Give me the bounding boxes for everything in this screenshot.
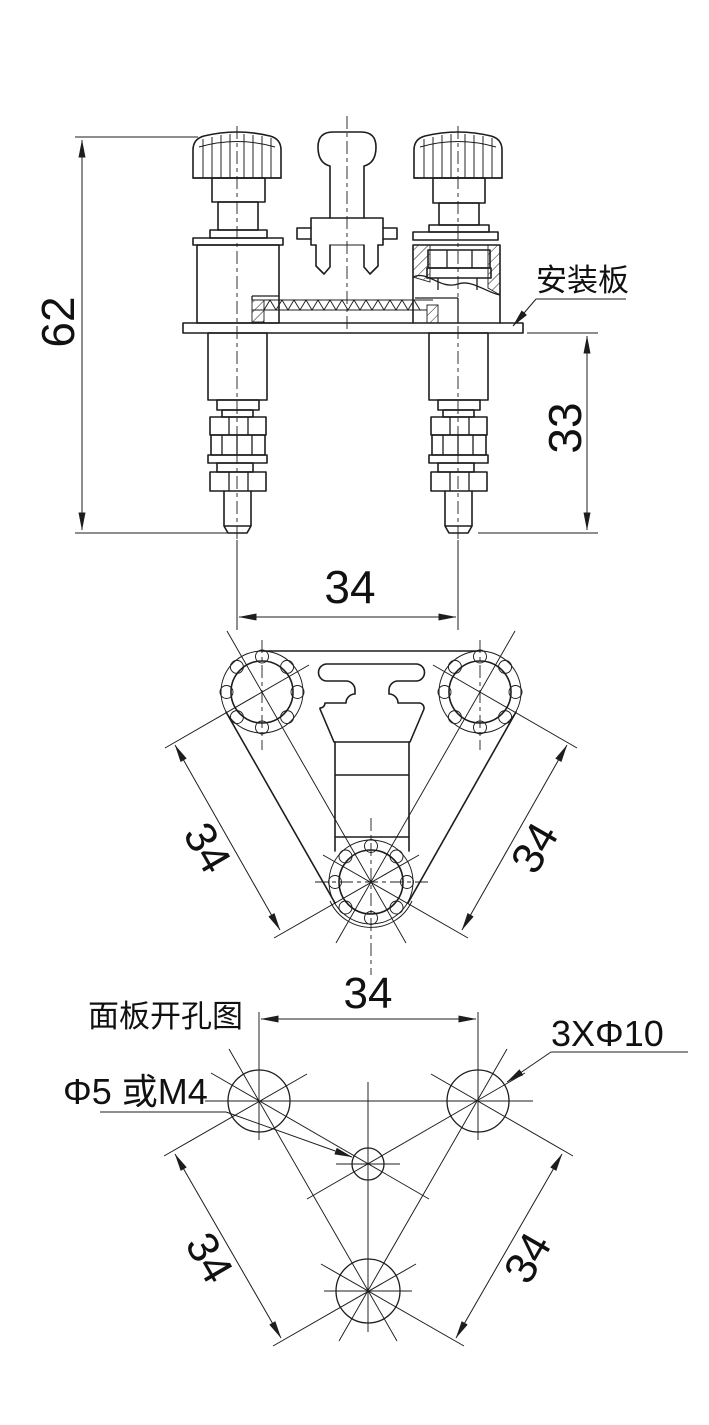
panel-view-title: 面板开孔图 — [88, 999, 243, 1034]
dim-34-spacing: 34 — [236, 540, 459, 630]
left-threaded-stud — [223, 490, 252, 534]
plan-dim-34-left-label: 34 — [174, 815, 241, 882]
plan-dim-34-right-label: 34 — [502, 815, 569, 882]
dim-62-label: 62 — [32, 296, 84, 347]
mounting-plate — [182, 322, 524, 334]
mounting-plate-callout: 安装板 — [512, 263, 629, 327]
plan-dim-34-right: 34 — [322, 664, 578, 939]
mount-holes-callout: 3XΦ10 — [506, 1013, 688, 1083]
right-binding-post-section — [412, 131, 503, 534]
center-hole-callout: Φ5 或M4 — [63, 1071, 353, 1158]
centerlines-front — [236, 116, 459, 547]
panel-dim-34-right: 34 — [320, 1073, 574, 1347]
panel-shallow-diagonals — [210, 1072, 526, 1200]
dim-33: 33 — [478, 332, 598, 534]
panel-dim-34-top: 34 — [260, 969, 477, 1023]
plan-axis-diagonals — [226, 630, 516, 944]
dim-34-spacing-label: 34 — [324, 561, 375, 613]
plan-dim-34-left: 34 — [164, 664, 420, 939]
plan-body-rect — [334, 741, 410, 852]
front-view: 62 33 34 安装板 — [32, 116, 629, 630]
panel-cutout-view: 面板开孔图 34 34 34 Φ5 或M4 — [63, 969, 688, 1347]
dim-33-label: 33 — [539, 402, 591, 453]
panel-dim-34-left: 34 — [163, 1073, 417, 1347]
mounting-plate-label: 安装板 — [536, 263, 629, 298]
plan-lug-outline — [317, 663, 426, 743]
plan-view: 34 34 — [164, 630, 578, 975]
center-hole-spec-label: Φ5 或M4 — [63, 1071, 208, 1112]
panel-vertical-centerlines — [258, 1012, 479, 1332]
insulating-gasket — [251, 299, 439, 324]
break-line — [412, 274, 501, 296]
center-lug-front — [296, 131, 398, 275]
panel-dim-34-top-label: 34 — [344, 969, 393, 1018]
panel-dim-34-right-label: 34 — [495, 1225, 562, 1292]
plan-centerlines — [261, 640, 481, 975]
right-threaded-stud — [444, 490, 473, 534]
left-binding-post — [192, 131, 284, 534]
panel-dim-34-left-label: 34 — [176, 1225, 243, 1292]
dim-62: 62 — [32, 136, 230, 534]
mount-holes-spec-label: 3XΦ10 — [551, 1013, 664, 1054]
